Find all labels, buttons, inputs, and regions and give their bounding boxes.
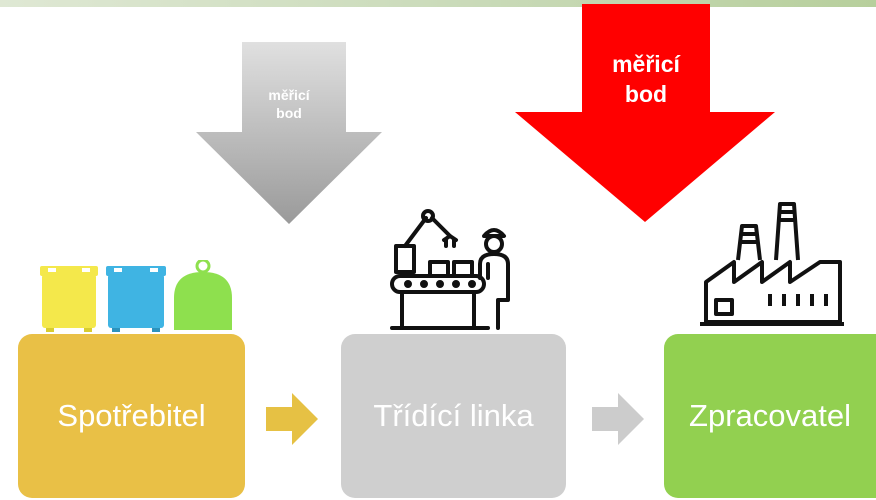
flow-arrow-right-icon xyxy=(266,393,318,445)
stage-label: Spotřebitel xyxy=(57,398,206,433)
stage-consumer: Spotřebitel xyxy=(18,334,245,498)
stage-processor: Zpracovatel xyxy=(664,334,876,498)
top-decor-strip xyxy=(0,0,876,7)
stage-label: Třídící linka xyxy=(373,398,534,433)
flow-arrow-right-icon xyxy=(592,393,644,445)
stage-label: Zpracovatel xyxy=(689,398,851,433)
factory-icon xyxy=(700,202,844,326)
waste-bins-icon xyxy=(40,260,232,332)
measure-arrow-gray xyxy=(196,42,382,224)
sorting-line-icon xyxy=(390,209,510,330)
stage-sorting-line: Třídící linka xyxy=(341,334,566,498)
measure-arrow-red xyxy=(515,4,775,222)
measure-label-red: měřicí bod xyxy=(612,51,680,107)
measure-label-gray: měřicí bod xyxy=(268,87,310,122)
